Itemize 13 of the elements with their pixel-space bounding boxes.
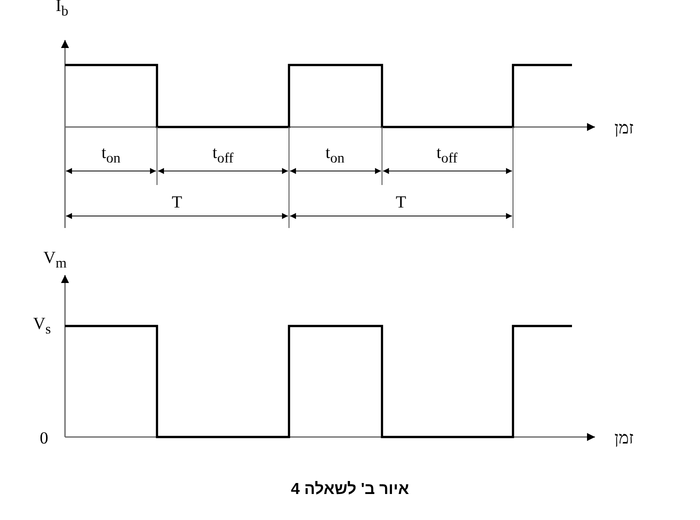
period-label: T	[396, 194, 406, 210]
interval-label: t$_{off}$	[436, 144, 458, 166]
level-label: 0	[40, 430, 48, 446]
level-label: V$_{s}$	[33, 315, 51, 337]
axis-label: זמן	[614, 430, 634, 446]
interval-label: t$_{on}$	[102, 144, 120, 166]
interval-label: t$_{off}$	[212, 144, 234, 166]
period-label: T	[172, 194, 182, 210]
axis-label: זמן	[614, 120, 634, 136]
interval-label: t$_{on}$	[326, 144, 344, 166]
axis-label: V$_{m}$	[43, 249, 67, 271]
figure-caption: איור ב' לשאלה 4	[290, 481, 410, 499]
axis-label: I$_{b}$	[56, 0, 68, 19]
